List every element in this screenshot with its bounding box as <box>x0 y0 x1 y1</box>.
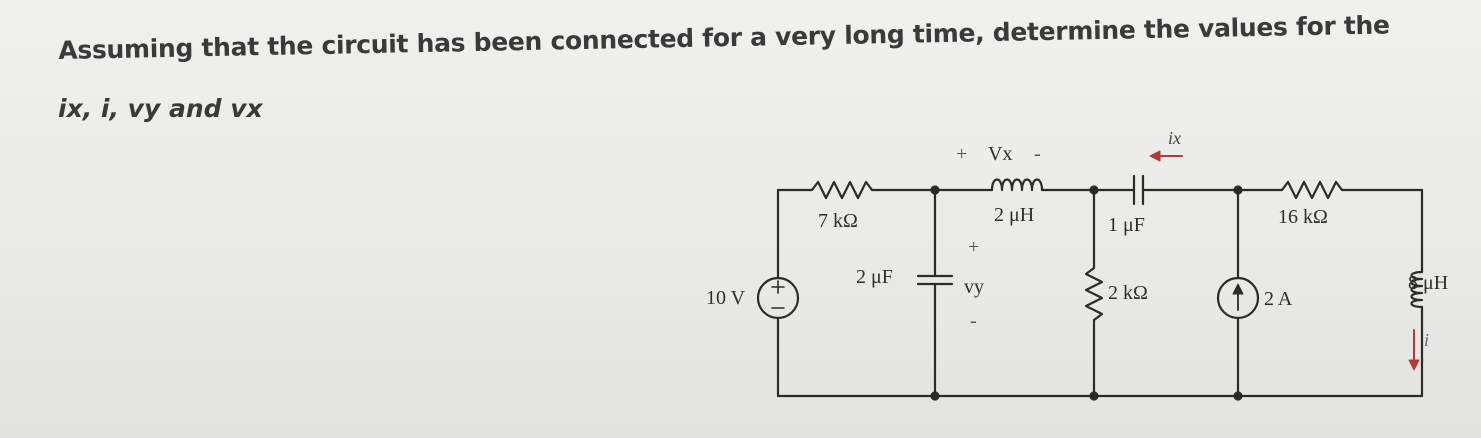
resistor-16k-symbol <box>1280 180 1344 200</box>
resistor-2k-symbol <box>1084 266 1104 322</box>
label-l2: 8 μH <box>1408 272 1449 294</box>
label-c2: 1 μF <box>1108 214 1145 236</box>
label-ix: ix <box>1168 128 1181 148</box>
ix-arrow-head <box>1149 150 1161 162</box>
label-source-voltage: 10 V <box>706 287 746 309</box>
i-arrow-head <box>1408 359 1420 371</box>
inductor-2uh-symbol <box>990 178 1044 192</box>
vx-minus: - <box>1034 143 1041 165</box>
label-r2: 2 kΩ <box>1108 282 1148 304</box>
label-r3: 16 kΩ <box>1278 206 1328 228</box>
vx-plus: + <box>956 143 968 165</box>
label-vx: Vx <box>988 143 1013 165</box>
label-r1: 7 kΩ <box>818 210 858 232</box>
node-dot-6 <box>1233 391 1243 401</box>
question-line-2: ix, i, vy and vx <box>58 94 263 123</box>
node-dot-5 <box>1089 391 1099 401</box>
label-i: i <box>1424 330 1430 350</box>
label-c1: 2 μF <box>856 266 893 288</box>
label-current-source: 2 A <box>1264 288 1293 310</box>
resistor-7k-symbol <box>810 180 874 200</box>
inductor-8uh-symbol <box>1410 270 1424 309</box>
isrc-arrow-head <box>1232 283 1244 295</box>
vy-plus: + <box>968 236 980 258</box>
node-dot-2 <box>930 391 940 401</box>
vy-minus: - <box>970 310 977 332</box>
label-l1: 2 μH <box>994 204 1035 226</box>
label-vy: vy <box>964 276 984 298</box>
